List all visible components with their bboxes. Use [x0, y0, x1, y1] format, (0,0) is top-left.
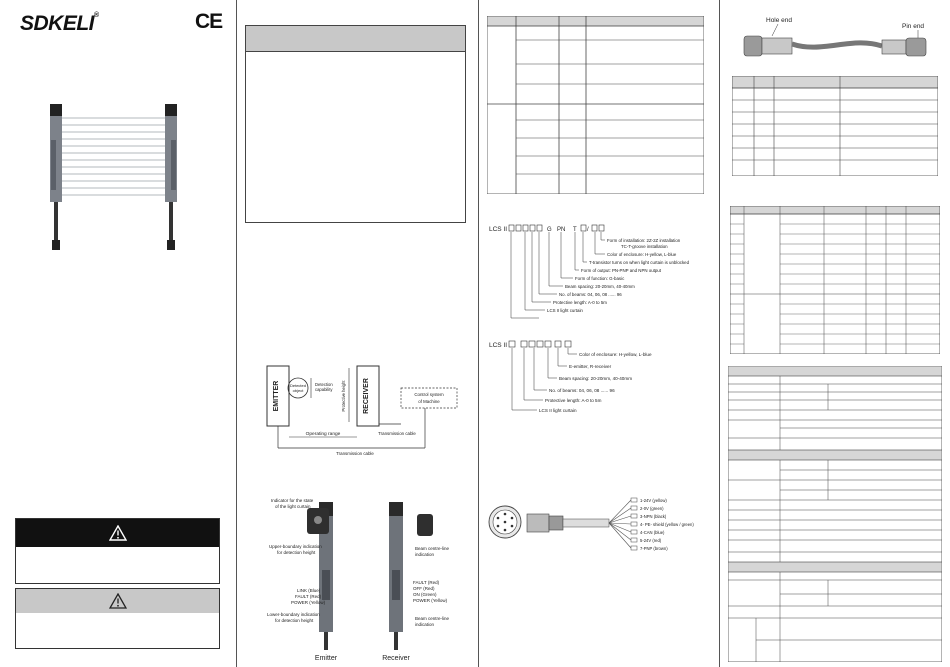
caution-header	[16, 589, 219, 613]
svg-text:/: /	[587, 227, 589, 233]
svg-text:of Machine: of Machine	[418, 399, 440, 404]
connector-wiring-diagram: 1-24V (yellow) 2-0V (green) 3-NPN (black…	[488, 497, 694, 551]
warning-header	[16, 519, 219, 547]
wire-label-4: 4- PE- shield (yellow / green)	[640, 522, 694, 527]
order2-label-product: LCS II light curtain	[539, 408, 577, 413]
connector-cable-photo: Hole end Pin end	[743, 17, 927, 57]
power-label: POWER (Yellow)	[291, 600, 326, 605]
svg-text:indication: indication	[415, 622, 435, 627]
order2-label-spacing: Beam spacing: 20-20mm, 40-40mm	[559, 376, 632, 381]
content-box	[245, 25, 466, 223]
order2-label-emitter-receiver: E-emitter, R-receiver	[569, 364, 612, 369]
detection-diagram: EMITTER RECEIVER Detected object Detecti…	[266, 365, 458, 456]
lower-boundary-label: Lower-boundary indication	[267, 612, 320, 617]
emitter-caption: Emitter	[315, 655, 338, 662]
order-label-output: Form of output: PN-PNP and NPN output	[581, 268, 662, 273]
order2-label-enclosure: Color of enclosure: H-yellow, L-blue	[579, 352, 652, 357]
column-2: EMITTER RECEIVER Detected object Detecti…	[237, 0, 478, 667]
warning-triangle-icon	[108, 525, 127, 541]
mode-table	[486, 15, 705, 195]
svg-text:for detection height: for detection height	[277, 550, 316, 555]
hole-end-label: Hole end	[766, 17, 792, 24]
column-divider	[478, 0, 479, 667]
order-code-t: T	[573, 227, 577, 233]
svg-text:capability: capability	[315, 387, 333, 392]
wire-label-6: 5-24V (red)	[640, 538, 662, 543]
wire-label-1: 1-24V (yellow)	[640, 498, 667, 503]
control-system-label: Control system	[414, 392, 444, 397]
mode-table-grid	[486, 15, 705, 195]
operating-range-label: Operating range	[306, 431, 341, 437]
light-curtain-photo	[50, 104, 177, 250]
receiver-label: RECEIVER	[363, 378, 370, 414]
wire-label-3: 3-NPN (black)	[640, 514, 667, 519]
upper-boundary-label: Upper-boundary indication	[269, 544, 322, 549]
column-divider	[719, 0, 720, 667]
caution-box	[15, 588, 220, 649]
power-receiver-label: POWER (Yellow)	[413, 598, 448, 603]
order2-label-length: Protective length: A-0 to 5m	[545, 398, 602, 403]
order-label-beams: No. of beams: 04, 06, 08 ...... 96	[559, 292, 622, 297]
fault-emitter-label: FAULT (Red)	[295, 594, 322, 599]
order-code-pn: PN	[557, 227, 565, 233]
column-4: Hole end Pin end	[720, 0, 950, 667]
order-code-prefix-2: LCS II	[489, 342, 507, 349]
detected-object-label: Detected	[290, 383, 306, 388]
column-divider	[236, 0, 237, 667]
order-code-g: G	[547, 227, 552, 233]
order-label-installation: Form of installation: 2Z-2Z installation	[607, 238, 681, 243]
order-label-product: LCS II light curtain	[547, 308, 583, 313]
ce-mark: CE	[195, 10, 223, 33]
order-label-enclosure: Color of enclosure: H-yellow, L-blue	[607, 252, 677, 257]
caution-triangle-icon	[108, 593, 127, 609]
beam-centre-top-label: Beam centre-line	[415, 546, 450, 551]
order-label-spacing: Beam spacing: 20-20mm, 40-40mm	[565, 284, 635, 289]
fault-receiver-label: FAULT (Red)	[413, 580, 440, 585]
order-label-length: Protective length: A-0 to 5m	[553, 300, 607, 305]
order-code-prefix-1: LCS II	[489, 226, 507, 233]
beam-centre-bottom-label: Beam centre-line	[415, 616, 450, 621]
content-box-header	[246, 26, 465, 52]
brand-logo: SDKELI®	[20, 12, 99, 35]
warning-box	[15, 518, 220, 584]
protective-height-label: Protective height	[341, 380, 346, 412]
off-label: OFF (Red)	[413, 586, 435, 591]
order-code-diagram-1: LCS II G PN T / Form of installation: 2Z…	[489, 224, 690, 319]
detection-capability-label: Detection	[315, 382, 333, 387]
transmission-cable-label-2: Transmission cable	[336, 451, 374, 456]
svg-text:object: object	[293, 388, 305, 393]
state-indicator-label: Indicator for the state	[271, 498, 314, 503]
wire-label-5: 4-CAN (blue)	[640, 530, 665, 535]
receiver-caption: Receiver	[382, 655, 410, 662]
column-1: SDKELI® CE	[0, 0, 236, 667]
order-label-function: Form of function: G-basic	[575, 276, 625, 281]
order-label-transistor: T-transistor turns on when light curtain…	[589, 260, 690, 265]
svg-text:for detection height: for detection height	[275, 618, 314, 623]
link-label: LINK (Blue)	[297, 588, 321, 593]
wire-label-7: 7-PNP (brown)	[640, 546, 668, 551]
order-label-tgroove: TC-T-groove installation	[621, 244, 668, 249]
model-table	[730, 206, 940, 354]
indicator-diagram: Indicator for the state of the light cur…	[267, 498, 450, 662]
pin-table	[732, 76, 938, 176]
transmission-cable-label: Transmission cable	[378, 431, 416, 436]
emitter-label: EMITTER	[273, 381, 280, 412]
order2-label-beams: No. of beams: 04, 06, 08 ...... 96	[549, 388, 615, 393]
svg-text:indication: indication	[415, 552, 435, 557]
wire-label-2: 2-0V (green)	[640, 506, 664, 511]
on-label: ON (Green)	[413, 592, 437, 597]
svg-text:of the light curtain: of the light curtain	[275, 504, 311, 509]
order-code-diagram-2: LCS II Color of enclosure: H-yellow, L-b…	[489, 340, 652, 413]
column-3: LCS II G PN T / Form of installation: 2Z…	[479, 0, 719, 667]
pin-end-label: Pin end	[902, 23, 924, 30]
specification-table	[728, 366, 942, 662]
